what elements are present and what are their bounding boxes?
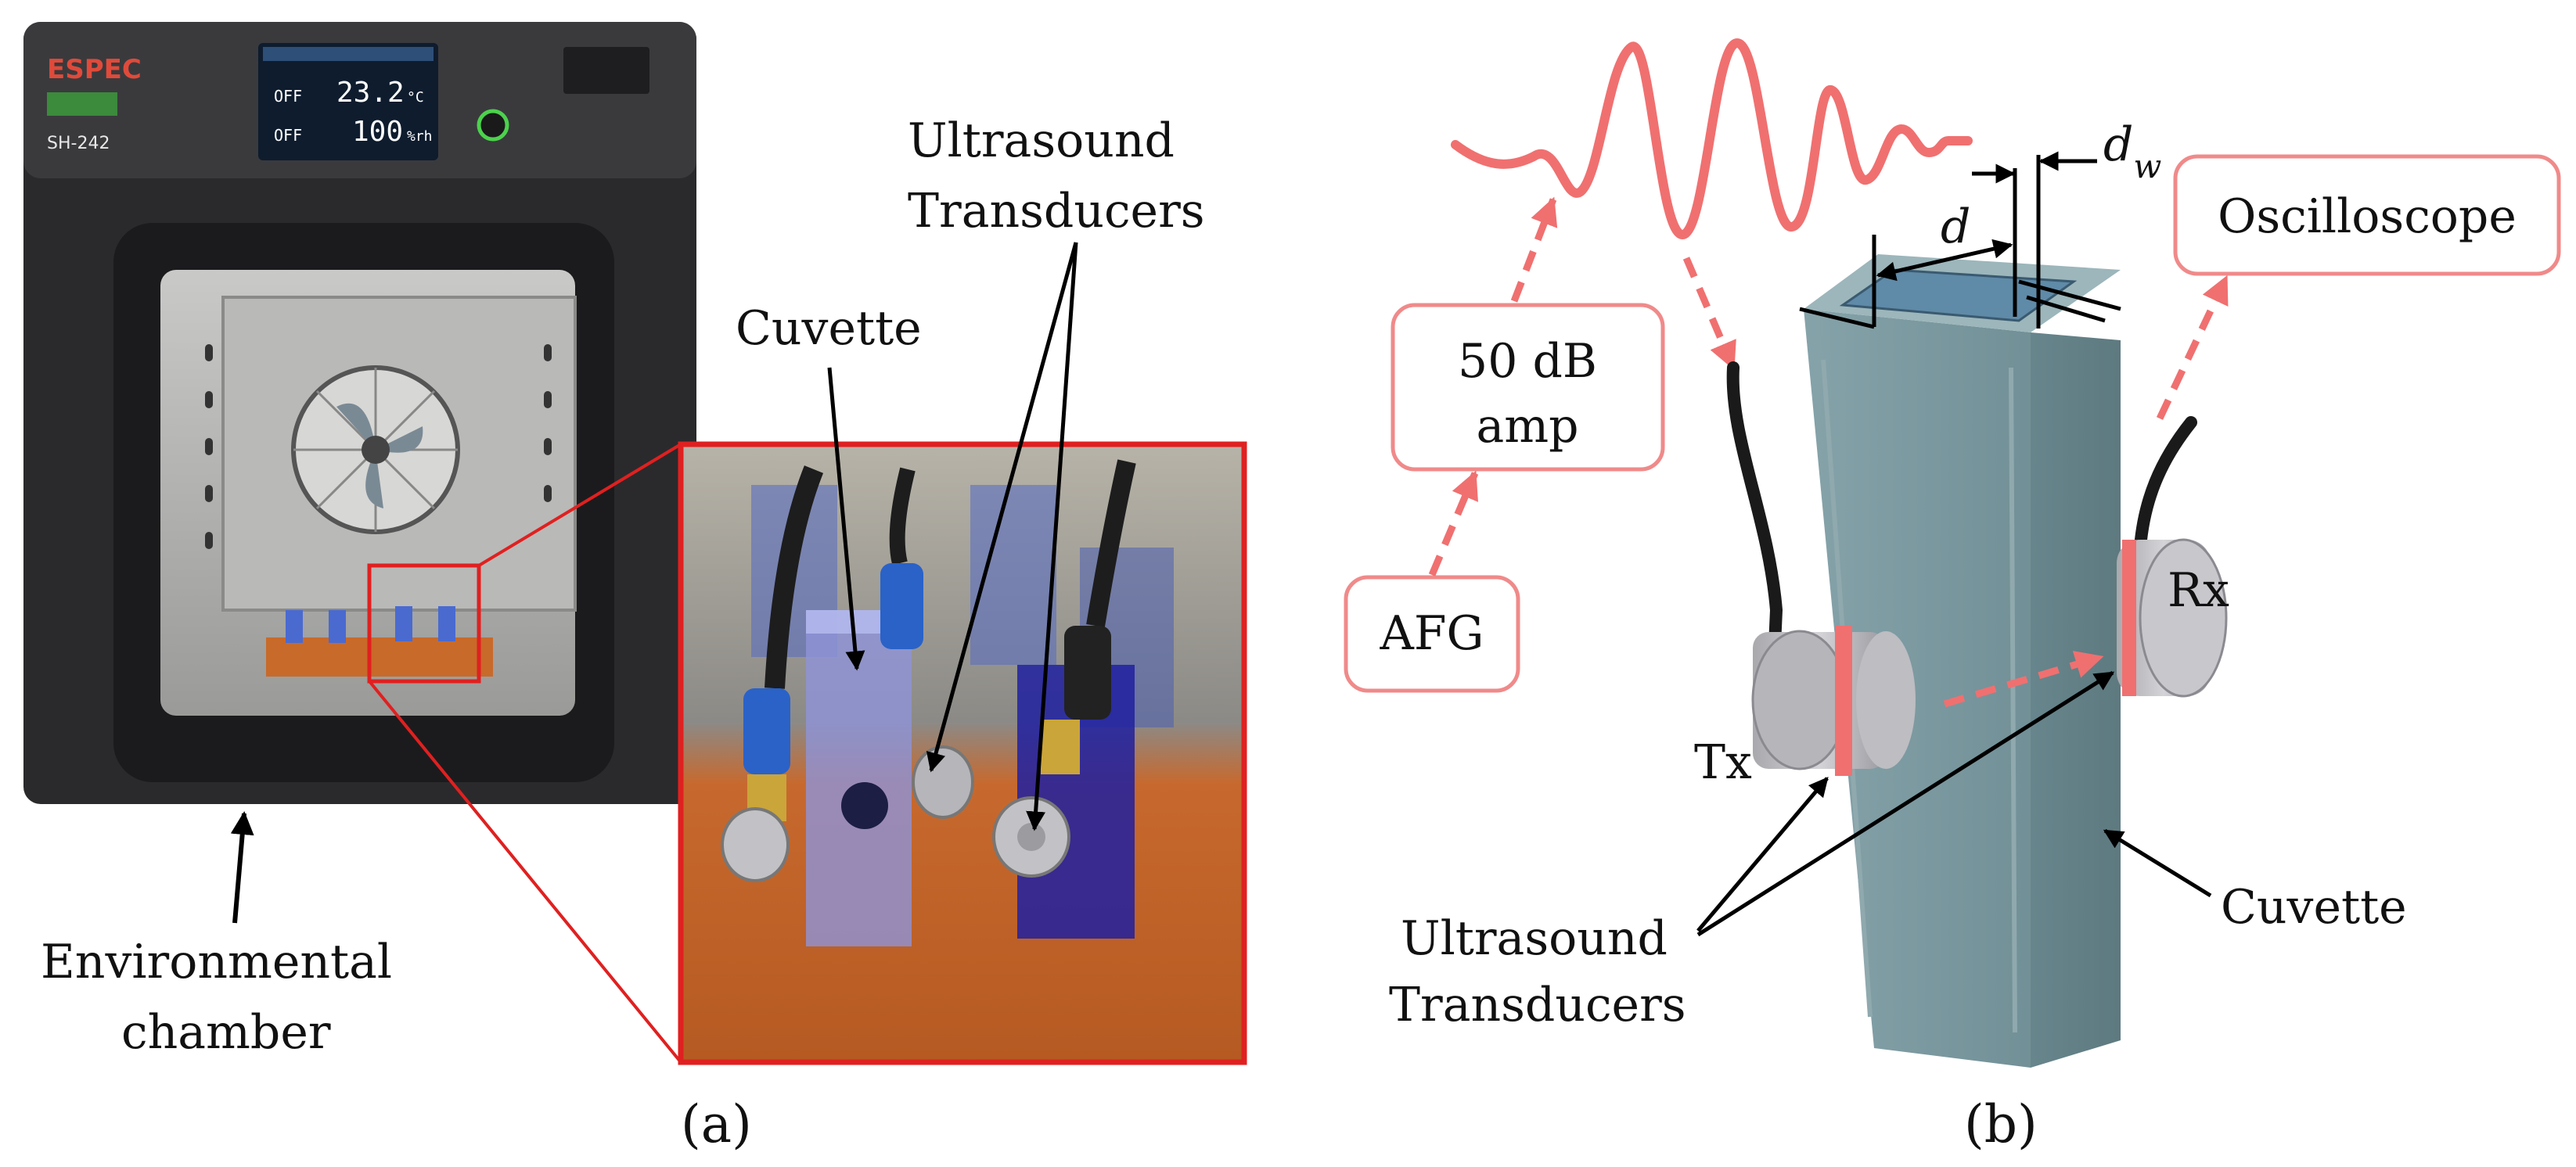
arrow-transducers-b-2 [1696,670,2115,937]
amp-box [1391,303,1665,472]
control-display [258,43,438,160]
dimension-dw [1972,151,2121,329]
label-chamber-line2: chamber [121,1005,331,1060]
tx-transducer [1751,626,1916,776]
label-tx: Tx [1694,735,1752,790]
panel-b: 50 dB amp AFG Oscilloscope [1344,38,2561,1154]
power-icon[interactable] [477,109,509,142]
inset-transducer-left [721,807,790,882]
display-mode-1: OFF [274,87,302,106]
afg-label: AFG [1380,606,1484,661]
tx-cable [1726,361,1783,652]
inset-transducer-mid [912,745,974,819]
cert-badge [47,92,117,116]
label-transducers-a-line2: Transducers [908,184,1205,239]
label-transducers-a-line1: Ultrasound [908,113,1175,168]
sample-cuvettes [286,606,455,643]
label-dw: dw [2103,117,2161,185]
panel-a: ESPEC SH-242 OFF 23.2 °C OFF 100 %rh [23,22,1247,1154]
arrow-transducers-a-2 [1026,242,1078,831]
arrow-chamber [230,811,254,924]
label-transducers-b-line1: Ultrasound [1401,911,1668,966]
arrow-cuvette-b [2103,828,2212,898]
arrow-amp-to-signal [1510,196,1558,303]
caption-a: (a) [681,1094,752,1154]
chamber-model: SH-242 [47,134,110,153]
chamber-brand: ESPEC [47,54,142,85]
label-chamber-line1: Environmental [41,935,392,989]
display-temperature: 23.2 [336,77,405,109]
afg-box [1344,575,1520,693]
display-humidity: 100 [352,116,403,148]
arrow-transducers-a-1 [926,242,1078,773]
cuvette-3d [1804,254,2121,1068]
amp-label-line1: 50 dB [1458,334,1597,389]
display-temperature-unit: °C [407,89,424,106]
label-rx: Rx [2168,563,2229,618]
zoom-source-box [367,563,481,684]
label-d: d [1941,199,1970,254]
display-bar [263,47,434,61]
oscilloscope-box [2173,154,2561,276]
display-humidity-unit: %rh [407,128,433,145]
zoom-line-bottom [368,680,682,1064]
inset-cuvette-left [806,610,912,946]
label-cuvette-a: Cuvette [736,301,922,356]
arrow-rx-to-oscilloscope [2156,275,2230,420]
arrow-transducers-b-1 [1696,777,1829,932]
label-transducers-b-line2: Transducers [1389,978,1686,1032]
label-cuvette-b: Cuvette [2221,880,2407,935]
amp-label-line2: amp [1476,399,1578,454]
dimension-d [1799,168,2017,329]
vent-slots [205,344,552,549]
inset-frame [678,441,1247,1065]
zoom-line-top [477,443,682,567]
arrow-tx-to-rx [1943,651,2104,708]
rx-cable [2134,416,2197,554]
signal-waveform [1451,38,1973,240]
inset-photo [681,444,1244,1062]
side-panel-device [563,47,649,94]
arrow-afg-to-amp [1428,470,1479,576]
sample-tray [266,637,493,677]
arrow-cuvette-a [827,367,865,671]
display-mode-2: OFF [274,126,302,145]
caption-b: (b) [1964,1094,2038,1154]
fan-icon [291,365,460,534]
arrow-signal-to-tx [1682,257,1737,371]
oscilloscope-label: Oscilloscope [2218,189,2517,244]
rx-transducer [2117,538,2228,698]
